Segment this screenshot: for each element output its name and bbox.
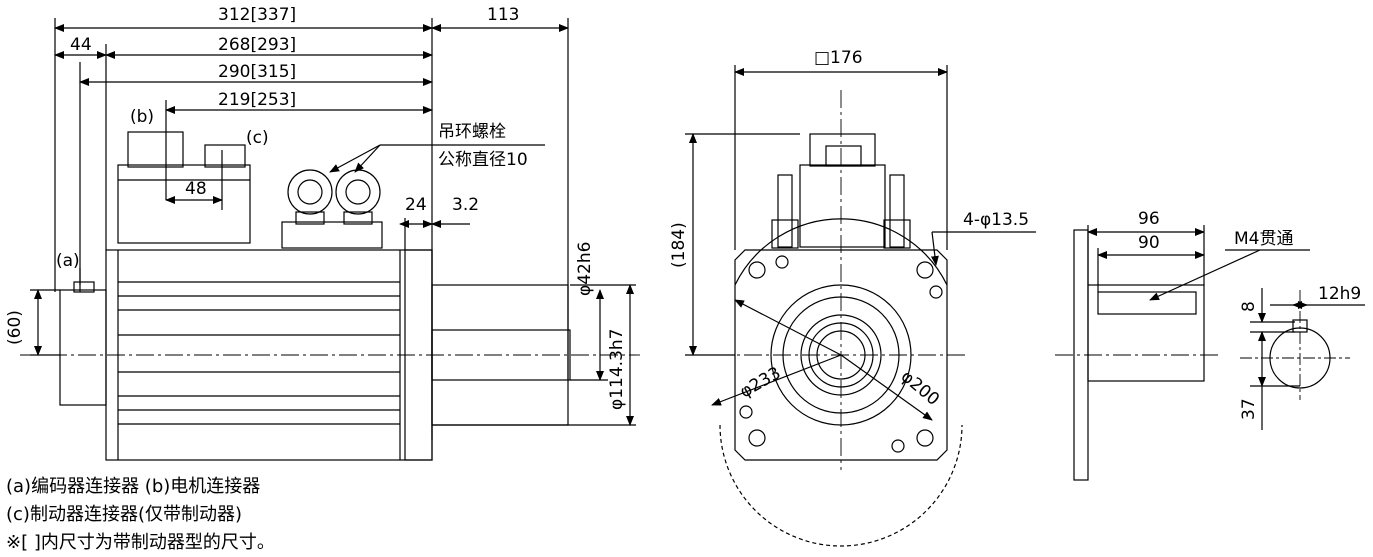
eyebolt-label-line1: 吊环螺栓 xyxy=(438,122,506,142)
shaft-section xyxy=(1240,288,1365,430)
dim-shaft-diameter: φ42h6 xyxy=(575,242,595,296)
dim-overall-length: 312[337] xyxy=(218,5,296,25)
dim-flange-square: □176 xyxy=(814,48,863,68)
marker-c: (c) xyxy=(246,128,269,148)
dim-bolt-circle: φ200 xyxy=(897,367,943,410)
dim-shaft-length: 113 xyxy=(487,5,519,25)
dim-body-length-b: 290[315] xyxy=(218,62,296,82)
dim-mount-holes: 4-φ13.5 xyxy=(963,210,1029,230)
eyebolt-label-line2: 公称直径10 xyxy=(438,150,528,170)
legend-line-1: (a)编码器连接器 (b)电机连接器 xyxy=(6,476,261,497)
front-view xyxy=(685,65,1036,547)
dim-key-depth: 8 xyxy=(1239,301,1259,312)
legend-line-2: (c)制动器连接器(仅带制动器) xyxy=(6,504,242,525)
dimension-labels: 312[337] 113 44 268[293] 290[315] 219[25… xyxy=(5,5,1361,420)
dim-encoder-height: (60) xyxy=(5,310,25,345)
dim-tapped-hole: M4贯通 xyxy=(1234,229,1293,249)
dim-connector-spacing: 48 xyxy=(185,179,207,199)
dim-key-width: 12h9 xyxy=(1318,284,1361,304)
dim-outer-circle: φ233 xyxy=(737,363,785,402)
dim-spigot-diameter: φ114.3h7 xyxy=(607,329,627,410)
marker-a: (a) xyxy=(56,251,80,271)
dim-key-height: 37 xyxy=(1239,398,1259,420)
dim-body-length-c: 219[253] xyxy=(218,90,296,110)
dim-key-length-a: 96 xyxy=(1138,209,1160,229)
dim-key-length-b: 90 xyxy=(1138,233,1160,253)
dim-spigot-depth: 3.2 xyxy=(452,195,479,215)
dim-flange-thickness: 24 xyxy=(405,195,427,215)
dim-flange-offset: 44 xyxy=(70,35,92,55)
footnote: ※[ ]内尺寸为带制动器型的尺寸。 xyxy=(6,532,275,553)
dim-overall-height: (184) xyxy=(669,222,689,268)
side-view xyxy=(20,18,640,461)
marker-b: (b) xyxy=(130,107,154,127)
dim-body-length-a: 268[293] xyxy=(218,35,296,55)
shaft-key-view xyxy=(1055,225,1310,481)
